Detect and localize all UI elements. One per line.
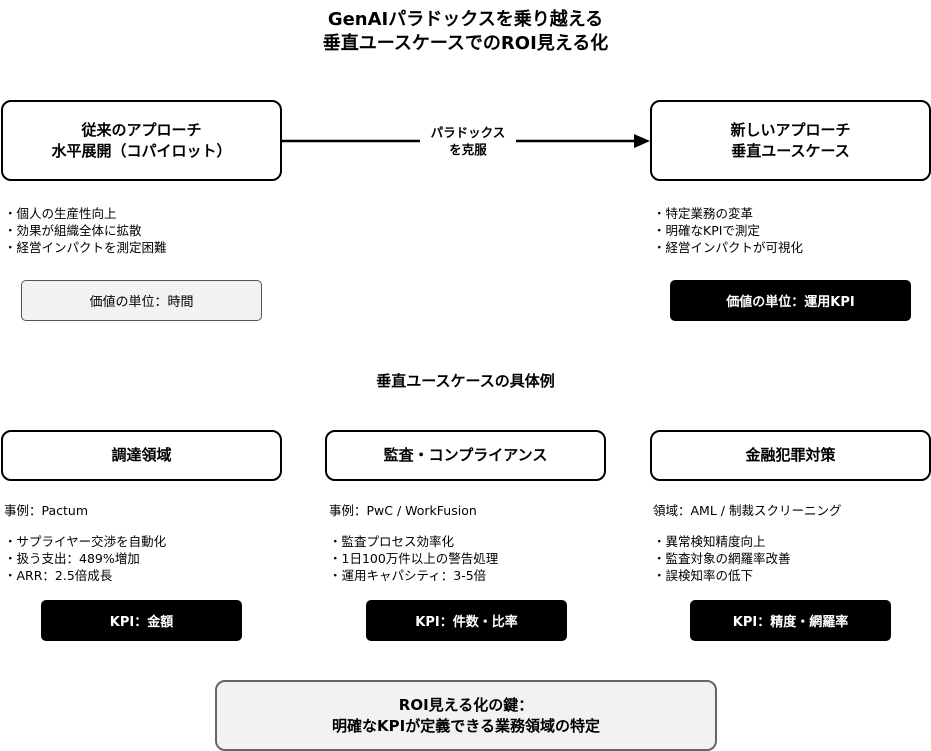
list-item: ・特定業務の変革: [653, 206, 754, 221]
audit-compliance-case: 事例：PwC / WorkFusion: [329, 503, 477, 518]
list-item: ・扱う支出：489%増加: [4, 551, 140, 566]
new-approach-points: ・特定業務の変革 ・明確なKPIで測定 ・経営インパクトが可視化: [653, 205, 803, 256]
financial-crime-box: 金融犯罪対策: [650, 430, 931, 481]
list-item: ・明確なKPIで測定: [653, 223, 760, 238]
roi-key-box: ROI見える化の鍵： 明確なKPIが定義できる業務領域の特定: [215, 680, 717, 751]
arrow-label-line2: を克服: [449, 142, 487, 157]
procurement-box: 調達領域: [1, 430, 282, 481]
audit-compliance-details: 事例：PwC / WorkFusion ・監査プロセス効率化 ・1日100万件以…: [329, 502, 498, 584]
audit-compliance-title: 監査・コンプライアンス: [383, 446, 548, 464]
procurement-case: 事例：Pactum: [4, 503, 89, 518]
arrow-label-line1: パラドックス: [430, 125, 506, 140]
procurement-kpi-label: KPI：金額: [109, 615, 174, 630]
traditional-value-unit-label: 価値の単位：時間: [89, 295, 194, 310]
list-item: ・異常検知精度向上: [653, 534, 766, 549]
list-item: ・監査対象の網羅率改善: [653, 551, 791, 566]
audit-compliance-kpi-label: KPI：件数・比率: [415, 615, 518, 630]
procurement-kpi: KPI：金額: [41, 600, 242, 641]
list-item: ・運用キャパシティ：3-5倍: [329, 568, 487, 583]
traditional-value-unit: 価値の単位：時間: [21, 280, 262, 321]
traditional-approach-title: 従来のアプローチ: [81, 120, 202, 139]
traditional-approach-subtitle: 水平展開（コパイロット）: [51, 141, 232, 160]
list-item: ・個人の生産性向上: [4, 206, 117, 221]
financial-crime-title: 金融犯罪対策: [745, 446, 836, 464]
page-title: GenAIパラドックスを乗り越える 垂直ユースケースでのROI見える化: [0, 8, 931, 56]
arrow-label: パラドックス を克服: [420, 124, 516, 158]
list-item: ・サプライヤー交渉を自動化: [4, 534, 167, 549]
procurement-title: 調達領域: [111, 446, 172, 464]
financial-crime-details: 領域：AML / 制裁スクリーニング ・異常検知精度向上 ・監査対象の網羅率改善…: [653, 502, 841, 584]
new-value-unit: 価値の単位：運用KPI: [670, 280, 911, 321]
list-item: ・1日100万件以上の警告処理: [329, 551, 499, 566]
list-item: ・経営インパクトが可視化: [653, 240, 804, 255]
traditional-approach-box: 従来のアプローチ 水平展開（コパイロット）: [1, 100, 282, 181]
new-approach-box: 新しいアプローチ 垂直ユースケース: [650, 100, 931, 181]
examples-section-title: 垂直ユースケースの具体例: [376, 372, 555, 390]
roi-key-title: ROI見える化の鍵：: [398, 695, 534, 714]
procurement-details: 事例：Pactum ・サプライヤー交渉を自動化 ・扱う支出：489%増加 ・AR…: [4, 502, 166, 584]
list-item: ・経営インパクトを測定困難: [4, 240, 167, 255]
financial-crime-kpi-label: KPI：精度・網羅率: [732, 615, 849, 630]
financial-crime-case: 領域：AML / 制裁スクリーニング: [653, 503, 842, 518]
roi-key-text: 明確なKPIが定義できる業務領域の特定: [332, 716, 600, 735]
financial-crime-kpi: KPI：精度・網羅率: [690, 600, 891, 641]
traditional-approach-points: ・個人の生産性向上 ・効果が組織全体に拡散 ・経営インパクトを測定困難: [4, 205, 167, 256]
list-item: ・効果が組織全体に拡散: [4, 223, 142, 238]
new-approach-subtitle: 垂直ユースケース: [731, 141, 850, 160]
new-value-unit-label: 価値の単位：運用KPI: [726, 295, 855, 310]
list-item: ・ARR：2.5倍成長: [4, 568, 113, 583]
page-title-line1: GenAIパラドックスを乗り越える: [327, 9, 604, 30]
list-item: ・監査プロセス効率化: [329, 534, 455, 549]
audit-compliance-box: 監査・コンプライアンス: [325, 430, 606, 481]
list-item: ・誤検知率の低下: [653, 568, 754, 583]
new-approach-title: 新しいアプローチ: [730, 120, 851, 139]
audit-compliance-kpi: KPI：件数・比率: [366, 600, 567, 641]
page-title-line2: 垂直ユースケースでのROI見える化: [322, 33, 609, 54]
